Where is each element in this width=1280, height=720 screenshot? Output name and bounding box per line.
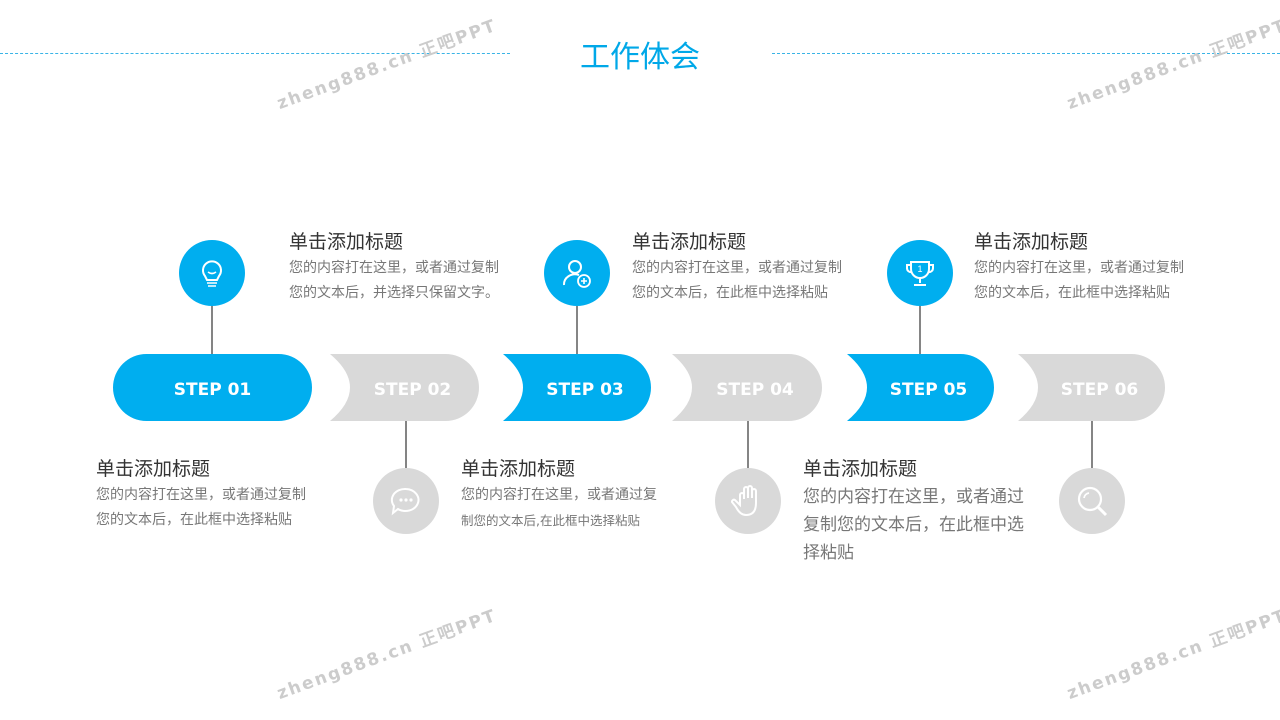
step-label: STEP 04 (716, 380, 794, 400)
step-shape[interactable] (330, 354, 479, 421)
step-shape[interactable] (672, 354, 822, 421)
title-divider-left (0, 53, 510, 54)
user-add-icon (544, 240, 610, 306)
lightbulb-icon (179, 240, 245, 306)
step-label: STEP 06 (1061, 380, 1139, 400)
search-icon (1059, 468, 1125, 534)
step-label: STEP 03 (546, 380, 624, 400)
trophy-icon: 1 (887, 240, 953, 306)
text-block-4: 单击添加标题您的内容打在这里，或者通过复制您的文本后,在此框中选择粘贴 (461, 458, 657, 528)
text-block-2: 单击添加标题您的内容打在这里，或者通过复制您的文本后，在此框中选择粘贴 (96, 458, 306, 528)
block-title: 单击添加标题 (974, 231, 1089, 253)
step-6-button[interactable]: STEP 06 (1018, 354, 1165, 421)
step-4-button[interactable]: STEP 04 (672, 354, 822, 421)
text-block-3: 单击添加标题您的内容打在这里，或者通过复制您的文本后，在此框中选择粘贴 (632, 231, 842, 301)
chat-bubble-icon (373, 468, 439, 534)
step-label: STEP 05 (890, 380, 968, 400)
title-divider-right (772, 53, 1280, 54)
svg-text:1: 1 (917, 264, 922, 274)
step-shape[interactable] (1018, 354, 1165, 421)
step-label: STEP 02 (374, 380, 452, 400)
step-shape[interactable] (503, 354, 651, 421)
block-title: 单击添加标题 (803, 458, 918, 480)
step-shape[interactable] (112, 354, 312, 421)
step-shape[interactable] (847, 354, 994, 421)
step-3-button[interactable]: STEP 03 (503, 354, 651, 421)
step-label: STEP 01 (174, 380, 252, 400)
step-5-button[interactable]: STEP 05 (847, 354, 994, 421)
text-block-5: 单击添加标题您的内容打在这里，或者通过复制您的文本后，在此框中选择粘贴 (974, 231, 1184, 301)
step-1-button[interactable]: STEP 01 (112, 354, 312, 421)
block-title: 单击添加标题 (461, 458, 576, 480)
step-2-button[interactable]: STEP 02 (330, 354, 479, 421)
page-title: 工作体会 (580, 40, 700, 75)
block-title: 单击添加标题 (289, 231, 404, 253)
hand-icon (715, 468, 781, 534)
text-block-6: 单击添加标题您的内容打在这里，或者通过复制您的文本后，在此框中选择粘贴 (803, 458, 1024, 563)
text-block-1: 单击添加标题您的内容打在这里，或者通过复制您的文本后，并选择只保留文字。 (289, 231, 499, 301)
block-title: 单击添加标题 (96, 458, 211, 480)
block-title: 单击添加标题 (632, 231, 747, 253)
